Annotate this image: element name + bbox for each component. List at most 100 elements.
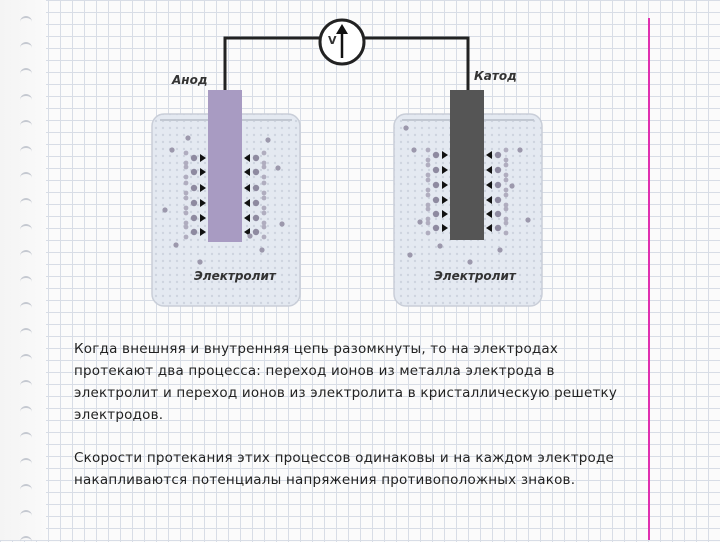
ion-dot [261, 164, 267, 170]
electrolyte-ion [509, 183, 515, 189]
ion-arrow-icon [200, 184, 206, 192]
spiral-ring [20, 146, 32, 152]
ions-layer [162, 125, 531, 265]
electrolyte-ion [197, 259, 203, 265]
galvanic-cell-diagram: V Анод Катод Электролит Электролит [151, 18, 543, 307]
spiral-ring [20, 16, 32, 22]
voltmeter-label: V [328, 34, 337, 47]
ion-dot [261, 195, 267, 201]
ion-dot [190, 154, 198, 162]
ion-dot [261, 205, 267, 211]
electrolyte-ion [185, 135, 191, 141]
ion-dot [503, 147, 509, 153]
ion-dot [425, 192, 431, 198]
ion-dot [261, 210, 267, 216]
ion-dot [494, 181, 502, 189]
ion-dot [425, 147, 431, 153]
ion-dot [261, 224, 267, 230]
ion-dot [261, 160, 267, 166]
spiral-ring [20, 458, 32, 464]
spiral-ring [20, 302, 32, 308]
ion-arrow-icon [442, 196, 448, 204]
ion-arrow-icon [244, 154, 250, 162]
electrolyte-ion [417, 219, 423, 225]
ion-dot [183, 224, 189, 230]
ion-dot [183, 190, 189, 196]
spiral-ring [20, 120, 32, 126]
voltmeter-arrow-icon [336, 24, 348, 34]
ion-dot [425, 157, 431, 163]
ion-dot [261, 174, 267, 180]
spiral-ring [20, 380, 32, 386]
ion-dot [503, 216, 509, 222]
ion-dot [190, 168, 198, 176]
ion-dot [183, 160, 189, 166]
ion-arrow-icon [442, 151, 448, 159]
spiral-ring [20, 276, 32, 282]
ion-dot [494, 210, 502, 218]
ion-dot [432, 224, 440, 232]
ion-arrow-icon [486, 224, 492, 232]
electrolyte-ion [497, 247, 503, 253]
electrolyte-ion [169, 147, 175, 153]
ion-arrow-icon [244, 184, 250, 192]
ion-arrow-icon [244, 214, 250, 222]
voltmeter: V [318, 18, 366, 66]
ion-arrow-icon [244, 199, 250, 207]
ion-dot [494, 151, 502, 159]
ion-dot [190, 228, 198, 236]
ion-dot [261, 180, 267, 186]
spiral-ring [20, 42, 32, 48]
ion-dot [425, 172, 431, 178]
ion-dot [183, 180, 189, 186]
electrolyte-ion [403, 125, 409, 131]
electrolyte-ion [259, 247, 265, 253]
electrolyte-ion [517, 147, 523, 153]
spiral-ring [20, 224, 32, 230]
ion-arrow-icon [442, 210, 448, 218]
ion-dot [503, 172, 509, 178]
electrolyte-label-left: Электролит [194, 269, 277, 283]
ion-dot [503, 177, 509, 183]
ion-dot [183, 220, 189, 226]
ion-arrow-icon [442, 166, 448, 174]
notebook-spiral [0, 0, 46, 540]
electrolyte-ion [275, 165, 281, 171]
ion-dot [425, 162, 431, 168]
ion-dot [261, 234, 267, 240]
anode-label: Анод [171, 73, 208, 87]
ion-arrow-icon [486, 181, 492, 189]
ion-dot [503, 157, 509, 163]
ion-dot [503, 220, 509, 226]
ion-dot [252, 228, 260, 236]
spiral-ring [20, 432, 32, 438]
electrolyte-ion [437, 243, 443, 249]
ion-dot [503, 230, 509, 236]
wire-right [364, 36, 470, 92]
explanation-paragraph-1: Когда внешняя и внутренняя цепь разомкну… [74, 341, 618, 423]
ion-dot [183, 150, 189, 156]
ion-dot [503, 162, 509, 168]
electrolyte-ion [173, 242, 179, 248]
spiral-ring [20, 406, 32, 412]
ion-dot [503, 192, 509, 198]
spiral-ring [20, 172, 32, 178]
spiral-ring [20, 328, 32, 334]
ion-arrow-icon [486, 196, 492, 204]
ion-dot [425, 216, 431, 222]
ion-dot [252, 184, 260, 192]
electrolyte-ion [411, 147, 417, 153]
spiral-ring [20, 250, 32, 256]
ion-dot [432, 166, 440, 174]
spiral-ring [20, 94, 32, 100]
ion-dot [494, 224, 502, 232]
ion-dot [494, 196, 502, 204]
ion-arrow-icon [200, 214, 206, 222]
ion-dot [503, 187, 509, 193]
electrolyte-ion [279, 221, 285, 227]
ion-arrow-icon [200, 228, 206, 236]
ion-dot [503, 206, 509, 212]
ion-dot [183, 195, 189, 201]
electrolyte-ion [525, 217, 531, 223]
ion-dot [425, 230, 431, 236]
